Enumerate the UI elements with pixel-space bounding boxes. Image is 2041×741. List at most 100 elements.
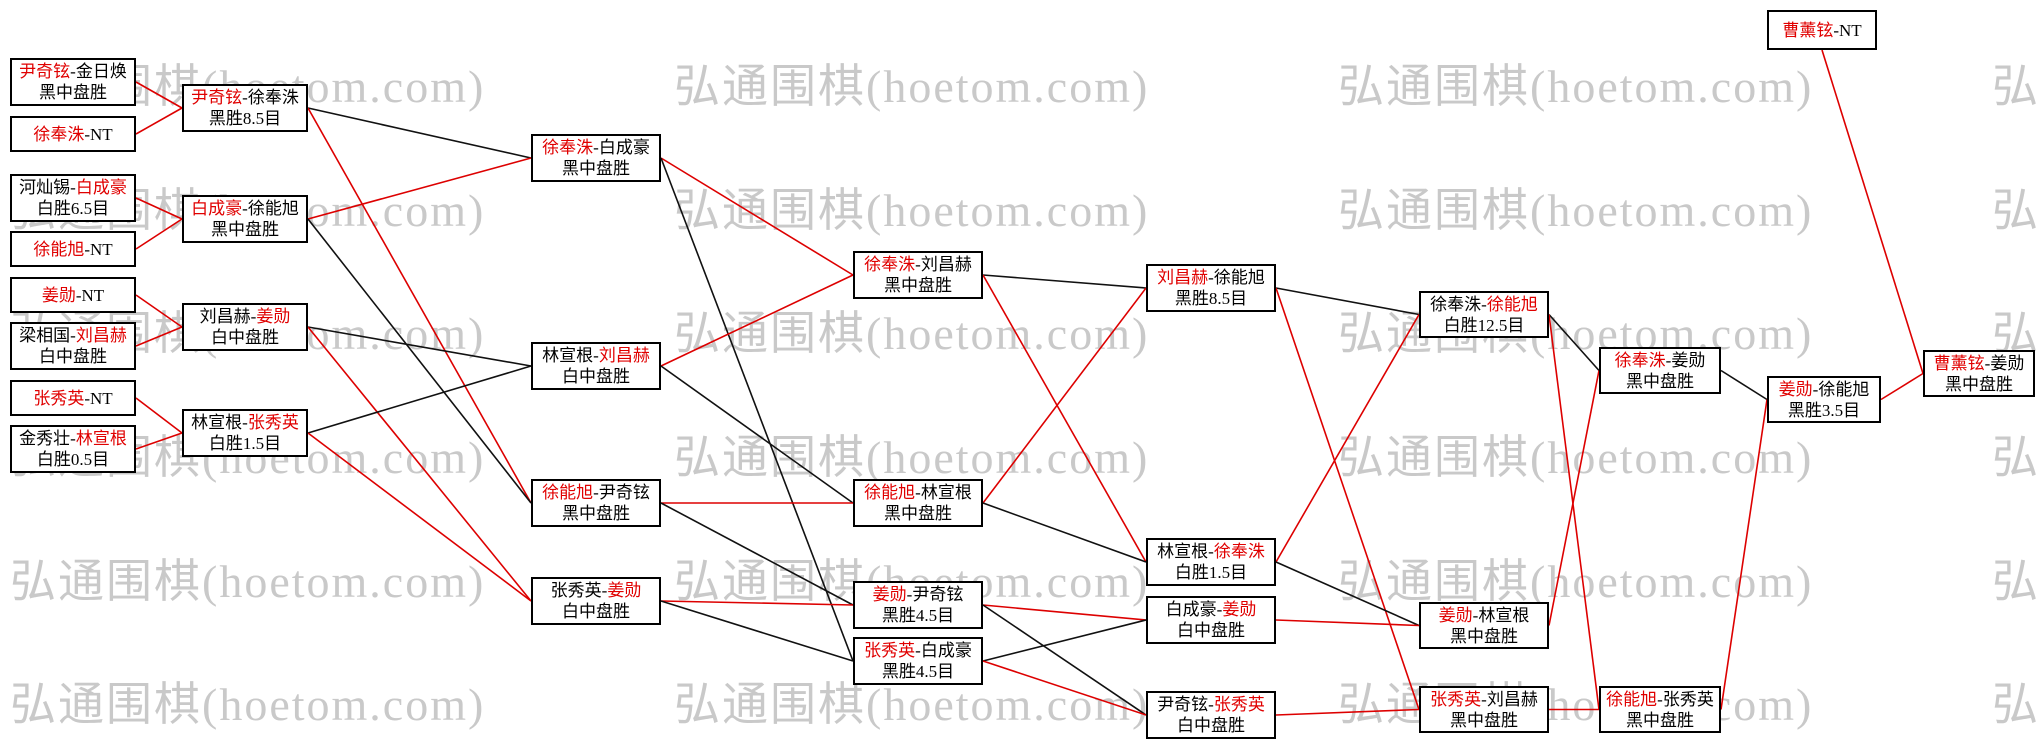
- match-players: 徐奉洙-姜勋: [1601, 350, 1719, 371]
- vs-dash: -: [1665, 350, 1672, 370]
- bracket-line-r6a-r7a: [1548, 313, 1600, 372]
- vs-dash: -: [242, 199, 248, 218]
- match-box-r2a: 尹奇铉-徐奉洙黑胜8.5目: [182, 84, 308, 132]
- match-box-r4d: 张秀英-白成豪黑胜4.5目: [853, 637, 983, 685]
- player-name-1: 白成豪: [1165, 600, 1217, 619]
- watermark-text: 弘通围棋(hoetom.com): [1992, 432, 2041, 483]
- bracket-line-p2-r2a: [135, 107, 183, 135]
- player-name-2: 姜勋: [256, 307, 291, 326]
- player-name-1: 张秀英: [33, 388, 85, 408]
- match-players: 姜勋-NT: [12, 285, 134, 306]
- player-name-2: 尹奇铉: [912, 585, 964, 604]
- match-box-p5: 姜勋-NT: [10, 277, 136, 313]
- match-players: 林宣根-徐奉洙: [1148, 541, 1274, 562]
- player-name-2: 张秀英: [1213, 695, 1265, 714]
- match-result: 黑胜3.5目: [1787, 400, 1861, 420]
- vs-dash: -: [906, 585, 913, 604]
- player-name-1: 姜勋: [1438, 605, 1473, 625]
- player-name-2: 白成豪: [598, 138, 650, 157]
- player-name-2: 徐能旭: [1818, 379, 1870, 399]
- vs-dash: -: [70, 326, 76, 345]
- match-players: 徐奉洙-NT: [12, 124, 134, 145]
- bracket-line-r5d-r6c: [1275, 708, 1420, 716]
- bracket-line-r3a-r4d: [660, 157, 854, 662]
- player-name-1: 刘昌赫: [1157, 268, 1209, 287]
- bracket-line-r3b-r4b: [660, 365, 854, 504]
- vs-dash: -: [1657, 689, 1663, 709]
- bracket-line-r4d-r5d: [982, 660, 1147, 716]
- player-name-2: 金日焕: [75, 62, 127, 81]
- match-players: 徐能旭-林宣根: [855, 482, 981, 503]
- match-box-p3: 河灿锡-白成豪白胜6.5目: [10, 174, 136, 222]
- match-players: 金秀壮-林宣根: [12, 428, 134, 449]
- player-name-2: 姜勋: [1671, 350, 1706, 370]
- vs-dash: -: [1216, 600, 1223, 619]
- player-name-1: 尹奇铉: [1157, 695, 1209, 714]
- match-result: 黑中盘胜: [562, 504, 630, 523]
- bracket-line-r4b-r5a: [982, 287, 1147, 504]
- bracket-line-r7b-r8a: [1720, 399, 1768, 710]
- player-name-1: 尹奇铉: [19, 62, 71, 81]
- player-name-2: 尹奇铉: [598, 483, 650, 502]
- player-name-1: 徐能旭: [33, 239, 85, 259]
- match-box-r2b: 白成豪-徐能旭黑中盘胜: [182, 195, 308, 243]
- match-box-p8: 金秀壮-林宣根白胜0.5目: [10, 425, 136, 473]
- watermark-text: 弘通围棋(hoetom.com): [1338, 308, 1814, 359]
- player-name-2: NT: [90, 388, 113, 408]
- watermark-text: 弘通围棋(hoetom.com): [1992, 556, 2041, 607]
- bracket-line-r5c-r6b: [1275, 619, 1420, 627]
- match-players: 曹薰铉-姜勋: [1925, 353, 2033, 374]
- match-box-f: 曹薰铉-姜勋黑中盘胜: [1923, 350, 2035, 397]
- match-box-r5c: 白成豪-姜勋白中盘胜: [1146, 596, 1276, 644]
- match-result: 黑中盘胜: [1450, 626, 1518, 646]
- match-players: 张秀英-白成豪: [855, 640, 981, 661]
- watermark-text: 弘通围棋(hoetom.com): [10, 679, 486, 730]
- match-box-r7b: 徐能旭-张秀英黑中盘胜: [1599, 686, 1721, 733]
- player-name-1: 曹薰铉: [1933, 353, 1985, 373]
- match-players: 林宣根-刘昌赫: [533, 345, 659, 366]
- player-name-2: 刘昌赫: [920, 255, 972, 274]
- bracket-line-r3d-r4c: [660, 600, 854, 606]
- player-name-2: 张秀英: [247, 413, 299, 432]
- match-result: 黑中盘胜: [884, 504, 952, 523]
- player-name-1: 张秀英: [550, 581, 602, 600]
- match-result: 黑中盘胜: [39, 83, 107, 102]
- watermark-text: 弘通围棋(hoetom.com): [1338, 432, 1814, 483]
- match-players: 尹奇铉-金日焕: [12, 61, 134, 82]
- player-name-1: 徐奉洙: [1614, 350, 1666, 370]
- match-result: 黑中盘胜: [1626, 710, 1694, 730]
- watermark-text: 弘通围棋(hoetom.com): [1992, 679, 2041, 730]
- match-players: 姜勋-林宣根: [1421, 605, 1547, 626]
- match-result: 白中盘胜: [211, 328, 279, 347]
- match-players: 徐能旭-张秀英: [1601, 689, 1719, 710]
- match-result: 白中盘胜: [562, 367, 630, 386]
- vs-dash: -: [1833, 20, 1839, 40]
- player-name-1: 张秀英: [864, 641, 916, 660]
- player-name-2: 刘昌赫: [75, 326, 127, 345]
- player-name-1: 金秀壮: [19, 429, 71, 448]
- watermark-text: 弘通围棋(hoetom.com): [674, 185, 1150, 236]
- player-name-2: 徐奉洙: [1213, 542, 1265, 561]
- player-name-1: 白成豪: [191, 199, 243, 218]
- vs-dash: -: [70, 429, 76, 448]
- watermark-text: 弘通围棋(hoetom.com): [674, 308, 1150, 359]
- bracket-line-r3c-r4c: [660, 502, 854, 606]
- match-box-p2: 徐奉洙-NT: [10, 116, 136, 152]
- bracket-line-r4c-r5d: [982, 604, 1147, 716]
- match-box-ch: 曹薰铉-NT: [1767, 10, 1877, 50]
- bracket-line-r3b-r4a: [660, 274, 854, 367]
- player-name-1: 徐奉洙: [542, 138, 594, 157]
- bracket-line-r4c-r5c: [982, 604, 1147, 621]
- vs-dash: -: [593, 138, 599, 157]
- match-result: 白中盘胜: [1177, 716, 1245, 735]
- player-name-1: 徐能旭: [542, 483, 594, 502]
- player-name-2: 刘昌赫: [1486, 689, 1538, 709]
- match-result: 黑胜8.5目: [208, 109, 282, 128]
- match-result: 黑中盘胜: [884, 276, 952, 295]
- match-players: 徐奉洙-刘昌赫: [855, 254, 981, 275]
- player-name-1: 姜勋: [1778, 379, 1813, 399]
- player-name-2: NT: [1839, 20, 1862, 40]
- match-players: 徐能旭-NT: [12, 239, 134, 260]
- bracket-line-r2a-r3a: [307, 107, 532, 159]
- match-box-r3a: 徐奉洙-白成豪黑中盘胜: [531, 134, 661, 182]
